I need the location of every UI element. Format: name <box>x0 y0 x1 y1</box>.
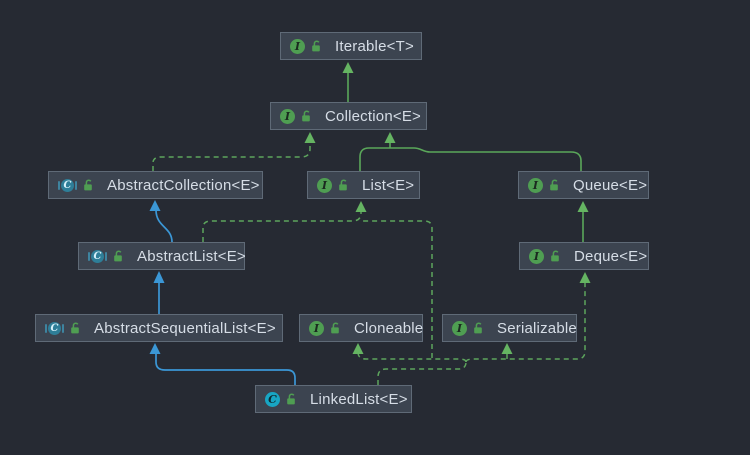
interface-icon: I <box>452 320 467 336</box>
interface-icon: I <box>280 108 295 124</box>
node-label: Deque<E> <box>574 247 648 265</box>
arrowhead-asl <box>149 343 161 354</box>
node-label: AbstractList<E> <box>137 247 246 265</box>
edge-abstractlist-implements-list <box>202 211 362 242</box>
interface-icon: I <box>317 177 332 193</box>
node-collection[interactable]: I Collection<E> <box>270 102 427 130</box>
interface-icon: I <box>529 248 544 264</box>
edge-list-extends-collection <box>359 147 582 171</box>
public-lock-icon <box>472 321 485 335</box>
public-lock-icon <box>112 249 125 263</box>
node-deque[interactable]: I Deque<E> <box>519 242 649 270</box>
node-queue[interactable]: I Queue<E> <box>518 171 649 199</box>
node-iterable[interactable]: I Iterable<T> <box>280 32 422 60</box>
node-list[interactable]: I List<E> <box>307 171 420 199</box>
interface-icon: I <box>290 38 305 54</box>
node-abstract-sequential-list[interactable]: C AbstractSequentialList<E> <box>35 314 283 342</box>
public-lock-icon <box>82 178 95 192</box>
interface-icon: I <box>528 177 543 193</box>
class-icon: C <box>265 391 280 407</box>
node-label: List<E> <box>362 176 415 194</box>
public-lock-icon <box>337 178 350 192</box>
node-label: AbstractCollection<E> <box>107 176 260 194</box>
arrowhead-list <box>355 201 367 212</box>
node-label: Collection<E> <box>325 107 421 125</box>
node-label: Serializable <box>497 319 577 337</box>
arrowhead-abstractlist <box>153 271 165 283</box>
abstract-class-icon: C <box>45 321 64 335</box>
arrowhead-collection-dashed <box>304 132 316 143</box>
node-serializable[interactable]: I Serializable <box>442 314 577 342</box>
interface-icon: I <box>309 320 324 336</box>
abstract-class-icon: C <box>58 178 77 192</box>
node-abstract-collection[interactable]: C AbstractCollection<E> <box>48 171 263 199</box>
edge-linkedlist-implements-trunk <box>377 361 467 385</box>
abstract-class-icon: C <box>88 249 107 263</box>
node-linked-list[interactable]: C LinkedList<E> <box>255 385 412 413</box>
edge-linkedlist-extends-asl <box>155 354 296 385</box>
arrowhead-cloneable <box>352 343 364 354</box>
arrowhead-iterable <box>342 62 354 73</box>
edge-abstractcollection-implements-collection <box>152 142 311 171</box>
arrowhead-abstractcollection <box>149 200 161 211</box>
node-cloneable[interactable]: I Cloneable <box>299 314 423 342</box>
node-label: Cloneable <box>354 319 424 337</box>
node-label: LinkedList<E> <box>310 390 408 408</box>
arrowhead-queue <box>577 201 589 212</box>
public-lock-icon <box>310 39 323 53</box>
arrowhead-serializable <box>501 343 513 354</box>
node-abstract-list[interactable]: C AbstractList<E> <box>78 242 246 270</box>
node-label: Iterable<T> <box>335 37 414 55</box>
node-label: Queue<E> <box>573 176 648 194</box>
public-lock-icon <box>548 178 561 192</box>
public-lock-icon <box>285 392 298 406</box>
public-lock-icon <box>549 249 562 263</box>
public-lock-icon <box>329 321 342 335</box>
public-lock-icon <box>69 321 82 335</box>
public-lock-icon <box>300 109 313 123</box>
arrowhead-collection-solid <box>384 132 396 143</box>
edge-abstractlist-extends-abstractcollection <box>155 209 173 243</box>
edge-linkedlist-implements-cloneable <box>357 351 467 363</box>
arrowhead-deque <box>579 272 591 283</box>
node-label: AbstractSequentialList<E> <box>94 319 276 337</box>
